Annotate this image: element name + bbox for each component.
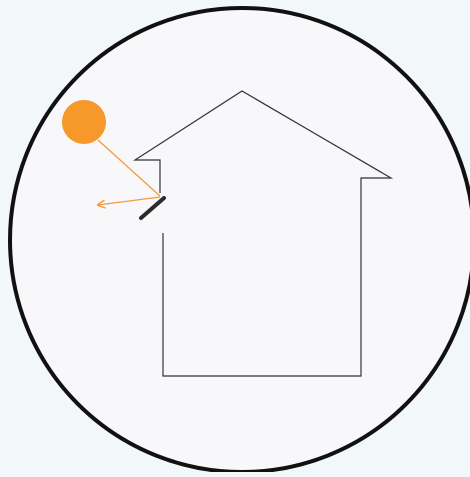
sun-icon [62,100,106,144]
circular-frame [10,8,470,472]
